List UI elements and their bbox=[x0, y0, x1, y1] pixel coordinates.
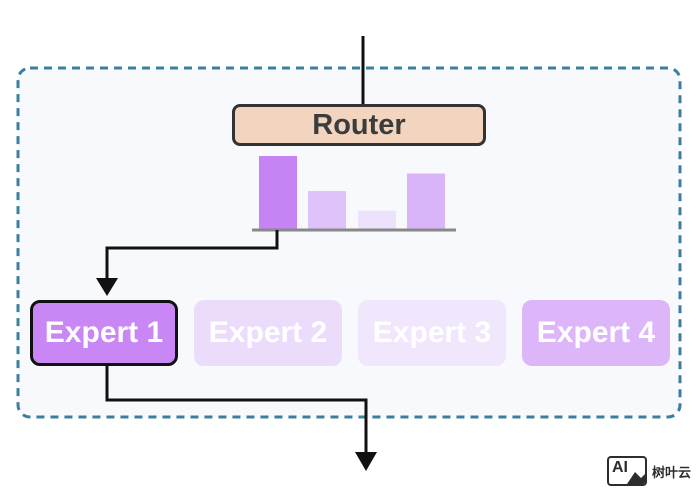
watermark-logo-icon: AI bbox=[606, 456, 647, 486]
expert-4-box: Expert 4 bbox=[522, 300, 670, 366]
watermark: AI 树叶云 bbox=[606, 456, 691, 486]
expert-1-box: Expert 1 bbox=[30, 300, 178, 366]
gate-bar-2 bbox=[308, 191, 346, 229]
expert-3-box: Expert 3 bbox=[358, 300, 506, 366]
gate-bar-chart bbox=[259, 156, 445, 229]
expert-4-label: Expert 4 bbox=[536, 316, 656, 349]
gate-bar-4 bbox=[407, 173, 445, 229]
expert-2-box: Expert 2 bbox=[194, 300, 342, 366]
watermark-text: 树叶云 bbox=[651, 464, 691, 480]
output-arrow bbox=[105, 366, 368, 452]
route-arrowhead bbox=[96, 278, 118, 296]
output-arrowhead bbox=[355, 452, 377, 471]
route-arrow-to-expert-1 bbox=[105, 230, 279, 280]
gate-bar-1 bbox=[259, 156, 297, 229]
expert-2-label: Expert 2 bbox=[208, 316, 328, 349]
router-label: Router bbox=[312, 108, 406, 141]
expert-3-label: Expert 3 bbox=[372, 316, 492, 349]
gate-bar-3 bbox=[358, 210, 396, 229]
expert-1-label: Expert 1 bbox=[44, 316, 164, 349]
moe-layer-container bbox=[16, 66, 682, 419]
router-box: Router bbox=[232, 104, 486, 146]
watermark-logo-text: AI bbox=[611, 459, 628, 476]
